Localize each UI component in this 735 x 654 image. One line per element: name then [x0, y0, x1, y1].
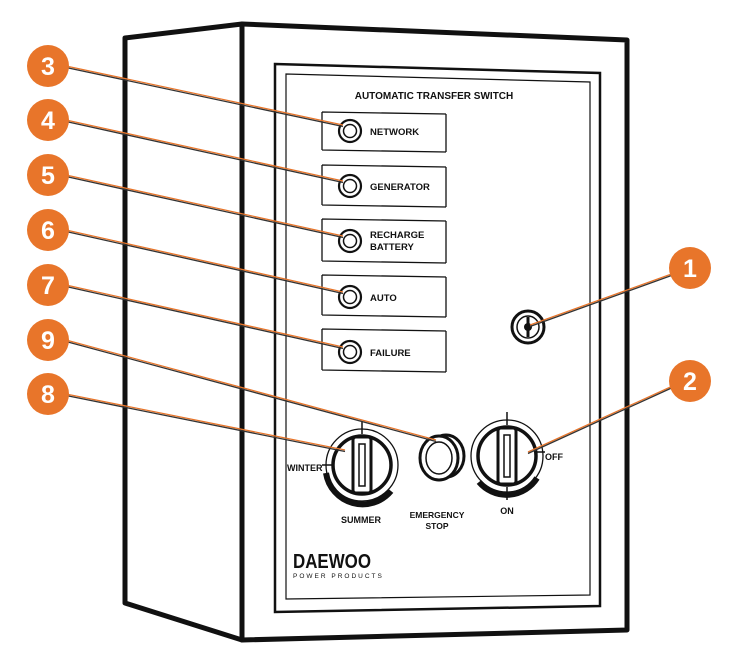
callout-number-2: 2	[683, 368, 697, 396]
leader-1	[529, 271, 678, 326]
leader-3	[65, 65, 344, 126]
leader-1-dark	[529, 272, 678, 328]
indicator-lamp-generator	[337, 173, 363, 199]
callout-badge-8: 8	[27, 373, 69, 415]
callout-number-9: 9	[41, 327, 55, 355]
brand-tagline: POWER PRODUCTS	[293, 573, 384, 580]
leader-9-dark	[65, 340, 437, 443]
callout-number-4: 4	[41, 107, 55, 135]
indicator-lamp-network	[337, 118, 363, 144]
indicator-lamps	[337, 118, 363, 365]
leader-8	[65, 393, 346, 451]
indicator-lamp-battery	[337, 228, 363, 254]
indicator-box-generator	[321, 164, 447, 208]
leader-2	[527, 383, 678, 453]
power-switch-off-label: OFF	[545, 452, 563, 462]
panel-title: AUTOMATIC TRANSFER SWITCH	[355, 91, 514, 102]
callout-number-6: 6	[41, 217, 55, 245]
indicator-box-battery	[321, 218, 447, 264]
callout-number-3: 3	[41, 53, 55, 81]
panel-outer-frame	[273, 62, 602, 614]
indicator-label-generator: GENERATOR	[370, 182, 430, 193]
emergency-stop-button	[418, 433, 466, 482]
indicator-label-failure: FAILURE	[370, 348, 411, 359]
indicator-lamp-auto	[337, 284, 363, 310]
indicator-label-recharge: RECHARGE	[370, 230, 424, 241]
callout-number-7: 7	[41, 272, 55, 300]
leader-2-dark	[527, 384, 678, 455]
callout-badge-4: 4	[27, 99, 69, 141]
brand-name: DAEWOO	[293, 551, 371, 573]
leader-6	[65, 229, 344, 293]
callout-badge-3: 3	[27, 45, 69, 87]
power-switch	[470, 412, 545, 500]
callout-number-1: 1	[683, 255, 697, 283]
indicator-box-failure	[321, 328, 447, 373]
callout-number-5: 5	[41, 162, 55, 190]
season-switch-winter-label: WINTER	[287, 463, 323, 473]
callout-badge-9: 9	[27, 319, 69, 361]
callout-leaders	[65, 65, 678, 455]
indicator-box-network	[321, 111, 447, 153]
indicator-label-battery: BATTERY	[370, 242, 414, 253]
season-switch-arc	[323, 472, 394, 508]
indicator-label-network: NETWORK	[370, 127, 419, 138]
leader-8-dark	[65, 394, 346, 453]
callout-badge-2: 2	[669, 360, 711, 402]
panel-inner-frame	[285, 73, 591, 600]
callout-badge-5: 5	[27, 154, 69, 196]
callout-badge-7: 7	[27, 264, 69, 306]
callout-badge-6: 6	[27, 209, 69, 251]
leader-4	[65, 119, 344, 182]
enclosure-side	[122, 21, 245, 643]
emergency-stop-label-line1: EMERGENCY	[410, 510, 465, 520]
leader-5	[65, 174, 344, 237]
leader-9	[65, 339, 437, 441]
indicator-box-auto	[321, 274, 447, 318]
power-switch-on-label: ON	[500, 506, 514, 516]
indicator-label-auto: AUTO	[370, 293, 397, 304]
callout-number-8: 8	[41, 381, 55, 409]
power-switch-arc	[476, 476, 540, 498]
leader-7-dark	[65, 285, 344, 350]
enclosure	[122, 21, 630, 643]
leader-3-dark	[65, 66, 344, 128]
callout-badges: 3 4 5 6 7 9 8 1	[27, 45, 711, 415]
season-switch-summer-label: SUMMER	[341, 515, 381, 525]
front-panel	[273, 62, 602, 614]
season-switch	[322, 421, 399, 508]
leader-6-dark	[65, 230, 344, 295]
indicator-lamp-failure	[337, 339, 363, 365]
emergency-stop-label-line2: STOP	[426, 521, 449, 531]
callout-badge-1: 1	[669, 247, 711, 289]
leader-5-dark	[65, 175, 344, 239]
indicator-boxes	[321, 111, 447, 373]
key-switch	[510, 309, 546, 345]
leader-7	[65, 284, 344, 348]
leader-4-dark	[65, 120, 344, 184]
